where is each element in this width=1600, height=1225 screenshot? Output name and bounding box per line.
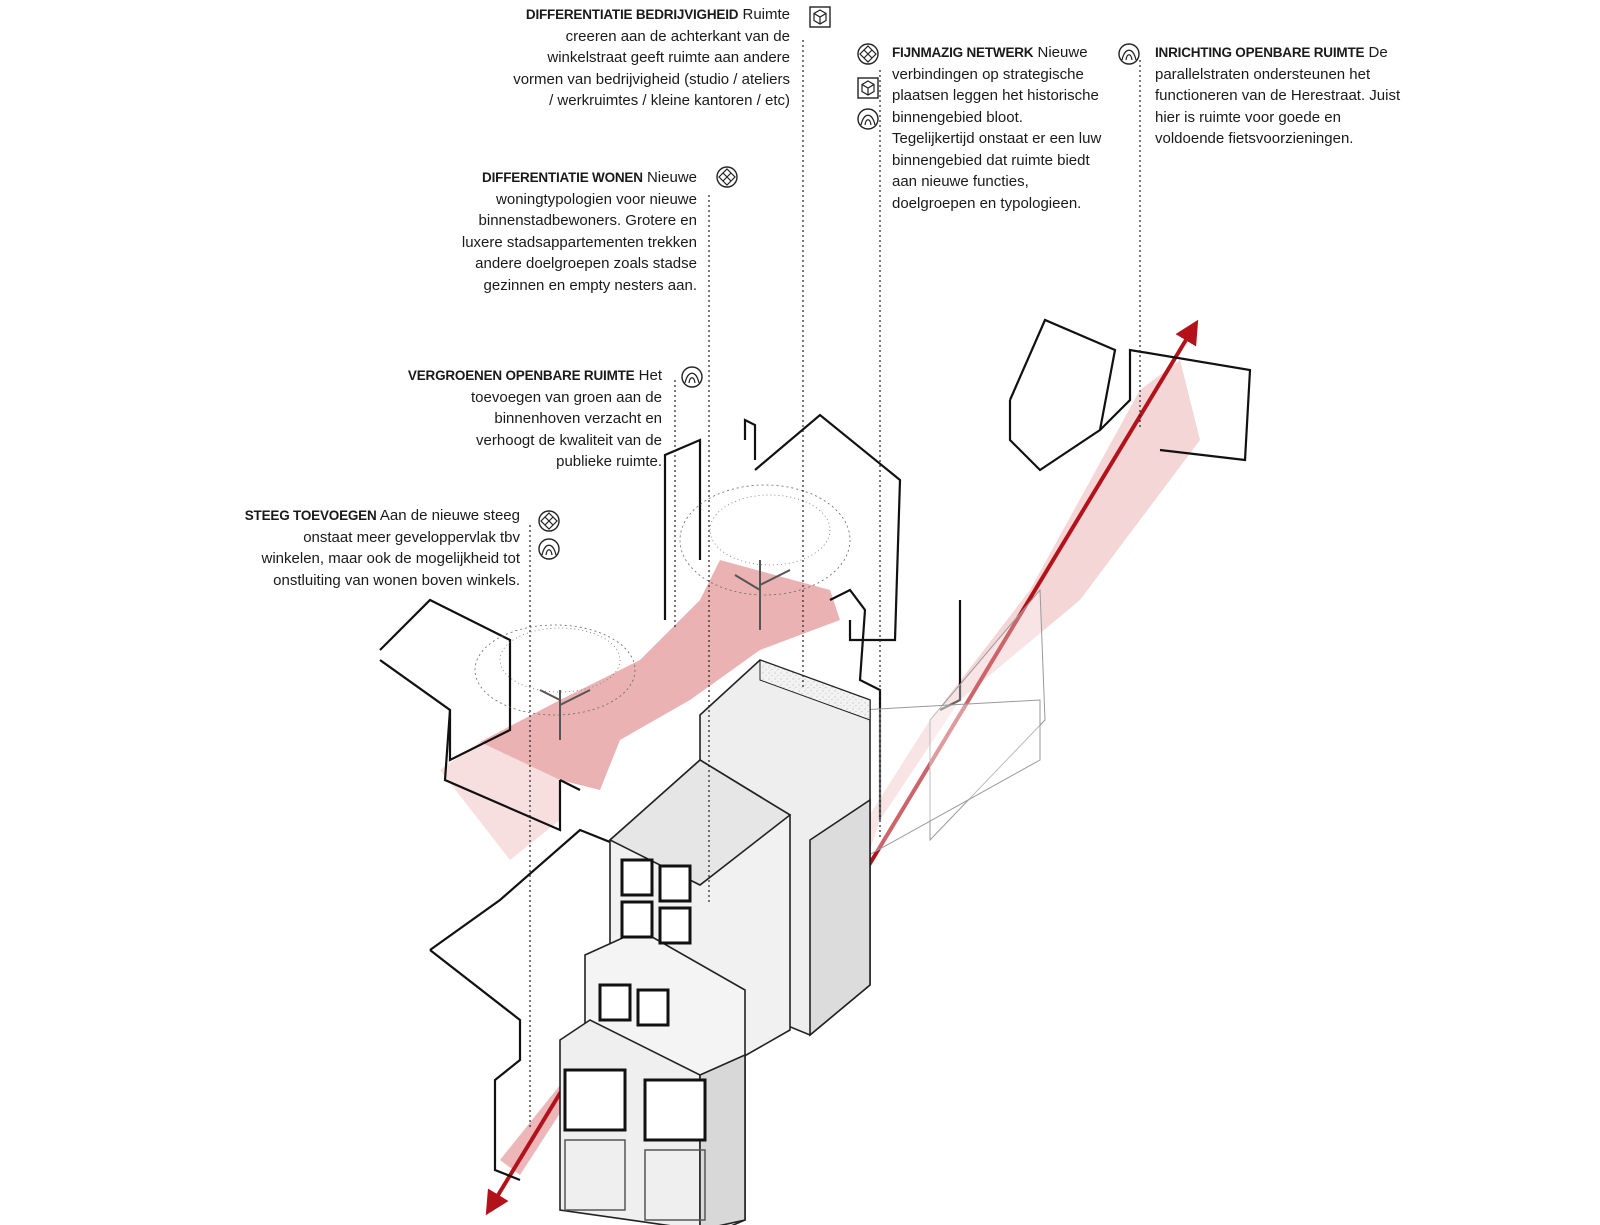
route-arrow-parallel-street [858,319,1199,882]
note-heading: FIJNMAZIG NETWERK [892,45,1034,60]
note-heading: VERGROENEN OPENBARE RUIMTE [407,368,635,383]
route-arrow-front-street [485,1083,567,1216]
note-heading: DIFFERENTIATIE WONEN [482,170,643,185]
note-heading: INRICHTING OPENBARE RUIMTE [1155,45,1365,60]
tree-left [474,624,636,740]
public-space-courtyard [480,560,840,790]
transparent-planes [859,588,1046,861]
new-building-massing [559,659,871,1225]
note-inrichting-openbare-ruimte: INRICHTING OPENBARE RUIMTE De parallelst… [1155,44,1401,147]
note-vergroenen-openbare-ruimte: VERGROENEN OPENBARE RUIMTE Het toevoegen… [407,367,662,470]
arch-icon [1118,43,1140,65]
note-differentiatie-wonen: DIFFERENTIATIE WONEN Nieuwe woningtypolo… [461,169,697,294]
arch-icon [538,538,560,560]
cube-icon [809,6,831,28]
tree-center [679,484,851,630]
context-buildings [379,318,1252,1182]
house-grid-icon [857,43,879,65]
note-heading: DIFFERENTIATIE BEDRIJVIGHEID [525,7,739,22]
public-space-parallel-street [858,360,1200,885]
house-grid-icon [716,166,738,188]
note-steeg-toevoegen: STEEG TOEVOEGEN Aan de nieuwe steeg onst… [244,507,520,589]
arch-icon [681,366,703,388]
house-grid-icon [538,510,560,532]
note-fijnmazig-netwerk: FIJNMAZIG NETWERK Nieuwe verbindingen op… [892,44,1102,212]
arch-icon [857,108,879,130]
note-differentiatie-bedrijvigheid: DIFFERENTIATIE BEDRIJVIGHEID Ruimte cree… [513,6,790,109]
cube-icon [857,77,879,99]
leader-lines [529,40,1141,1130]
note-heading: STEEG TOEVOEGEN [244,508,377,523]
